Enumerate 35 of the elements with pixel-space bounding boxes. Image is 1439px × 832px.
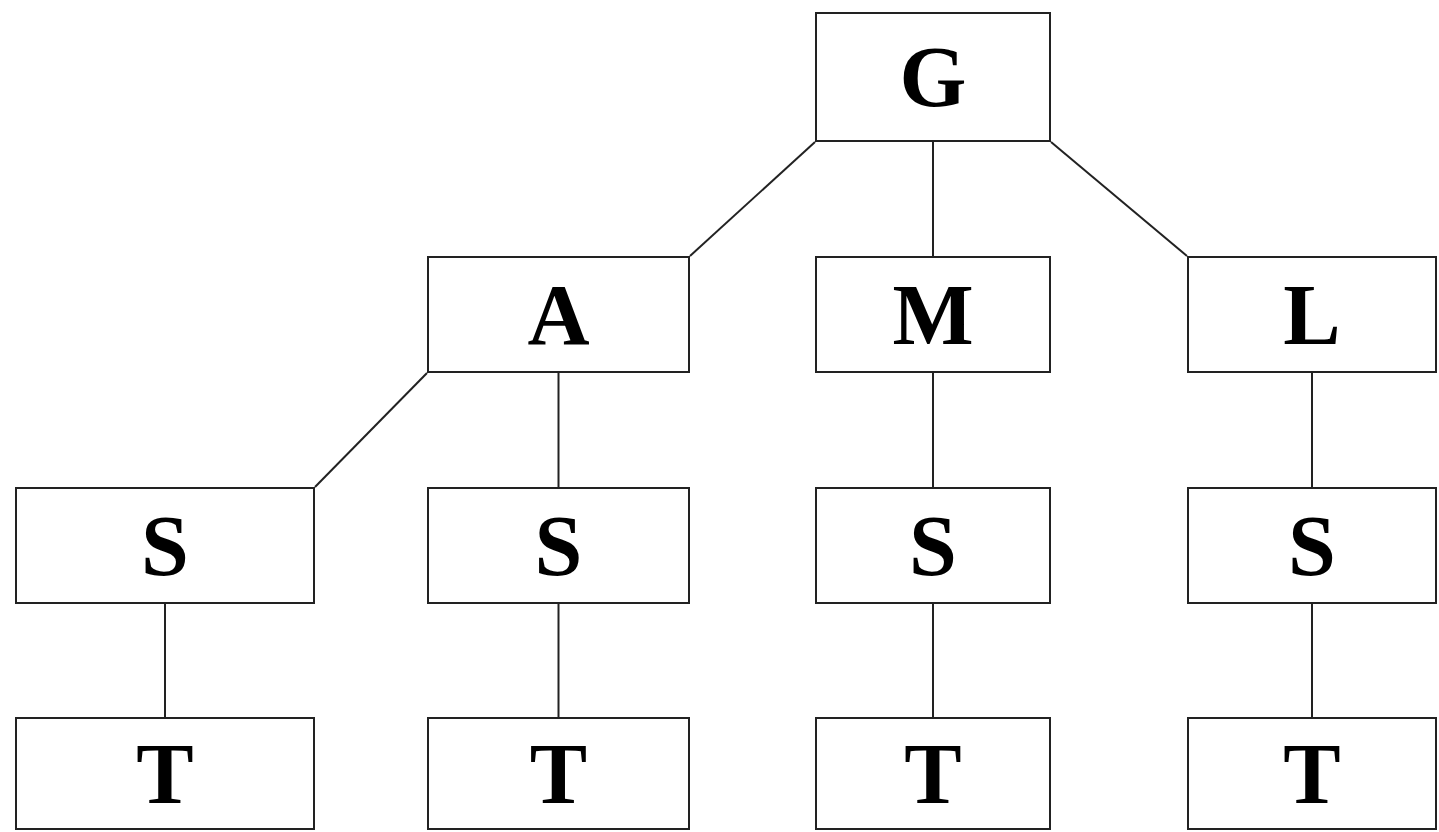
tree-node-box [1187,256,1437,373]
tree-node-box [427,487,690,604]
node-letter: G [899,34,967,120]
connector-line [557,372,560,488]
tree-node-box [427,256,690,373]
connector-line [932,141,934,257]
node-letter: S [909,502,957,589]
tree-node-box [815,256,1051,373]
tree-node-box [1187,717,1437,830]
node-letter: S [141,502,189,589]
node-letter: T [1283,730,1341,817]
node-letter: M [892,271,974,358]
node-letter: L [1283,271,1341,358]
tree-node-box [1187,487,1437,604]
tree-node-box [815,487,1051,604]
connector-line [1311,603,1313,718]
node-letter: T [904,730,962,817]
tree-node-box [815,12,1051,142]
connector-line [314,372,428,488]
connector-line [689,141,816,257]
tree-node-box [427,717,690,830]
connector-line [1311,372,1313,488]
node-letter: S [534,502,583,589]
connector-line [164,603,166,718]
node-letter: T [529,730,588,817]
node-letter: T [136,730,194,817]
tree-node-box [15,717,315,830]
connector-line [557,603,560,718]
connector-line [932,603,934,718]
node-letter: S [1288,502,1336,589]
node-letter: A [527,271,590,358]
tree-node-box [815,717,1051,830]
connector-line [932,372,934,488]
tree-node-box [15,487,315,604]
connector-line [1050,141,1188,257]
